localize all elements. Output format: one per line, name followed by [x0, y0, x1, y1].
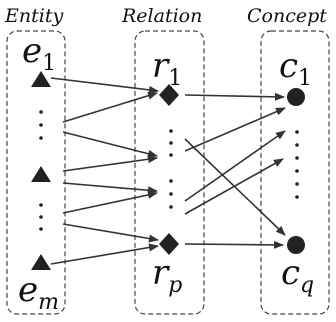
relation-to-concept-1	[184, 92, 285, 101]
relation-node-p	[159, 233, 179, 255]
concept-column-frame	[260, 30, 330, 315]
entity-node-2	[31, 166, 51, 182]
relation-to-concept-6	[184, 240, 284, 249]
concept-label-top: c1	[279, 46, 312, 91]
entity-to-relation-4	[62, 155, 158, 172]
relation-column-frame	[134, 30, 205, 315]
header-entity: Entity	[4, 5, 63, 27]
concept-ellipsis	[295, 130, 299, 199]
entity-to-relation-6	[62, 190, 158, 214]
entity-to-relation-1	[50, 77, 159, 94]
entity-ellipsis-lower	[39, 203, 43, 231]
concept-label-bottom: cq	[281, 253, 314, 298]
entity-to-relation-7	[62, 223, 159, 243]
entity-to-relation-2	[62, 91, 158, 123]
relation-to-concept-3	[184, 107, 286, 152]
relation-ellipsis-lower	[169, 179, 173, 209]
relation-to-concept-4	[184, 130, 286, 202]
entity-column-frame	[6, 30, 66, 315]
entity-ellipsis-upper	[39, 110, 43, 140]
relation-node-1	[159, 84, 179, 106]
entity-node-1	[31, 71, 51, 87]
entity-label-bottom: em	[18, 270, 59, 315]
concept-node-1	[287, 88, 305, 106]
relation-label-top: r1	[152, 46, 182, 91]
header-concept: Concept	[247, 5, 327, 27]
header-relation: Relation	[121, 5, 202, 27]
relation-label-bottom: rp	[152, 253, 182, 298]
relation-ellipsis-upper	[169, 129, 173, 157]
concept-node-q	[287, 236, 305, 254]
relation-to-concept-5	[184, 158, 284, 215]
edges	[50, 77, 286, 265]
entity-to-relation-5	[62, 182, 158, 195]
entity-label-top: e1	[22, 31, 56, 76]
entity-node-m	[31, 254, 51, 270]
relation-to-concept-2	[184, 138, 286, 236]
entity-to-relation-3	[62, 131, 158, 158]
entity-to-relation-8	[50, 243, 159, 265]
